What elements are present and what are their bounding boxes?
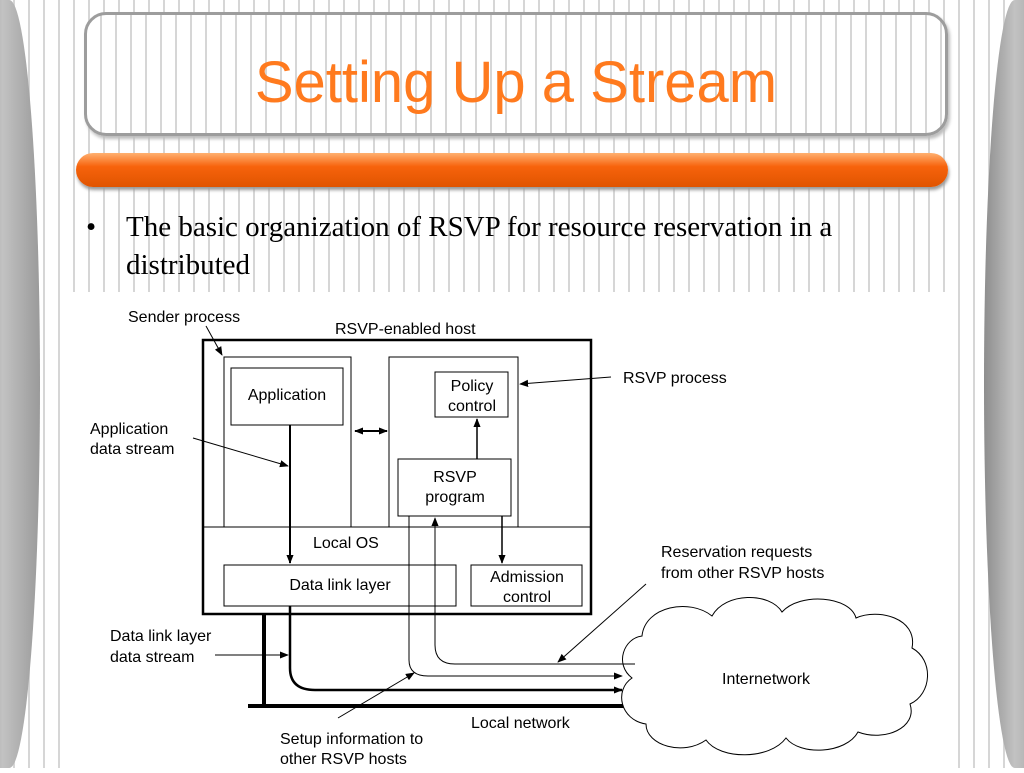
rsvp-program-label-line1: RSVP bbox=[433, 469, 477, 486]
dll-stream-label-line1: Data link layer bbox=[110, 628, 212, 645]
setup-info-label-line2: other RSVP hosts bbox=[280, 751, 407, 768]
app-stream-leader bbox=[192, 437, 289, 468]
internetwork-cloud bbox=[621, 597, 928, 756]
policy-control-label-line1: Policy bbox=[451, 378, 494, 395]
admission-control-label-line1: Admission bbox=[490, 569, 564, 586]
data-stream-path bbox=[288, 606, 623, 694]
admission-control-label-line2: control bbox=[503, 589, 551, 606]
sender-process-box bbox=[223, 356, 352, 528]
rsvp-diagram: Sender process RSVP-enabled host RSVP pr… bbox=[90, 309, 928, 768]
policy-control-label-line2: control bbox=[448, 398, 496, 415]
application-label: Application bbox=[248, 387, 326, 404]
rsvp-enabled-host-label: RSVP-enabled host bbox=[335, 321, 476, 338]
application-box bbox=[230, 367, 344, 426]
slide-title: Setting Up a Stream bbox=[254, 50, 778, 115]
rsvp-program-label-line2: program bbox=[425, 489, 485, 506]
reservation-requests-label-line2: from other RSVP hosts bbox=[661, 565, 824, 582]
rsvp-process-leader bbox=[519, 376, 612, 387]
rsvp-process-box bbox=[388, 356, 519, 528]
orange-divider-bar bbox=[76, 153, 948, 187]
setup-info-path bbox=[408, 516, 623, 680]
app-stream-label-line1: Application bbox=[90, 421, 168, 438]
data-link-layer-box bbox=[223, 564, 457, 607]
reservation-requests-path bbox=[431, 517, 635, 665]
internetwork-label: Internetwork bbox=[722, 671, 811, 688]
rsvp-host-box bbox=[201, 338, 593, 616]
reservation-requests-leader bbox=[557, 583, 647, 663]
local-network-label: Local network bbox=[471, 715, 571, 732]
data-link-layer-label: Data link layer bbox=[289, 577, 391, 594]
bullet-symbol: • bbox=[86, 211, 97, 243]
sender-process-label: Sender process bbox=[128, 309, 240, 326]
sender-process-leader bbox=[205, 325, 223, 356]
bullet-text: The basic organization of RSVP for resou… bbox=[126, 211, 833, 281]
rsvp-process-label: RSVP process bbox=[623, 370, 727, 387]
title-frame bbox=[84, 12, 948, 136]
rsvp-program-box bbox=[397, 458, 512, 517]
admission-control-box bbox=[470, 564, 583, 607]
setup-info-leader bbox=[337, 672, 415, 719]
reservation-requests-label-line1: Reservation requests bbox=[661, 544, 812, 561]
local-os-label: Local OS bbox=[313, 535, 379, 552]
setup-info-label-line1: Setup information to bbox=[280, 731, 423, 748]
rsvp-diagram-panel: Sender process RSVP-enabled host RSVP pr… bbox=[68, 292, 956, 768]
policy-control-box bbox=[434, 371, 509, 418]
dll-stream-label-line2: data stream bbox=[110, 649, 194, 666]
app-stream-label-line2: data stream bbox=[90, 441, 174, 458]
